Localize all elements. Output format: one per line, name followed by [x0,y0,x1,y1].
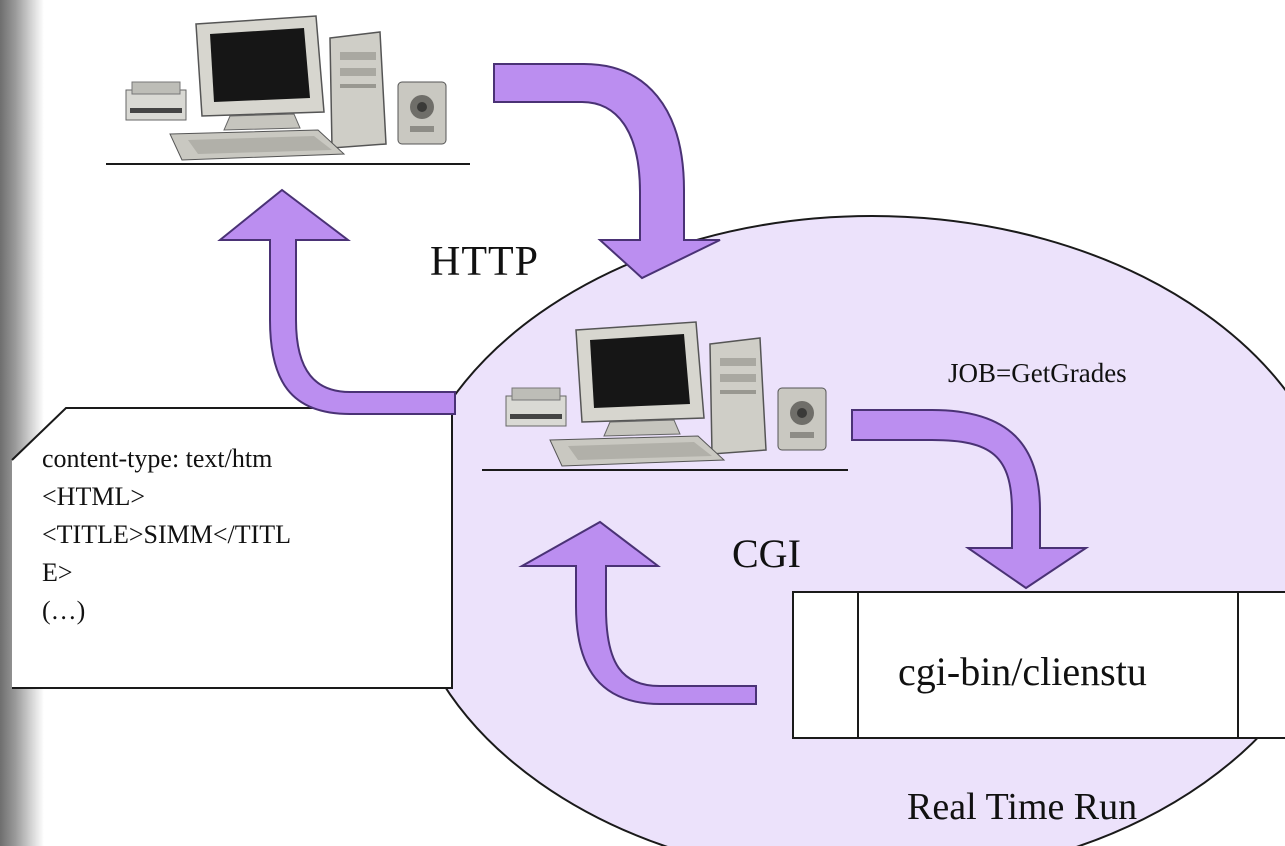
cgi-response-arrow [518,520,757,705]
cgi-label: CGI [732,531,801,576]
http-label: HTTP [430,239,539,285]
response-line: content-type: text/htm [42,444,273,473]
response-line: E> [42,558,73,587]
response-document-text: content-type: text/htm <HTML> <TITLE>SIM… [42,440,291,630]
response-line: <TITLE>SIMM</TITL [42,520,292,549]
job-parameter-label: JOB=GetGrades [948,358,1127,388]
http-response-arrow [217,188,456,415]
client-computer-icon [125,15,447,161]
cgi-program-label: cgi-bin/clienstu [898,649,1147,694]
real-time-run-label: Real Time Run [907,786,1138,828]
cgi-request-arrow [851,409,1090,590]
cgi-program-box [792,591,1285,739]
http-request-arrow [493,63,721,280]
left-edge-shadow [0,0,44,846]
response-line: <HTML> [42,482,145,511]
response-line: (…) [42,596,86,625]
server-zone-ellipse [401,215,1285,846]
